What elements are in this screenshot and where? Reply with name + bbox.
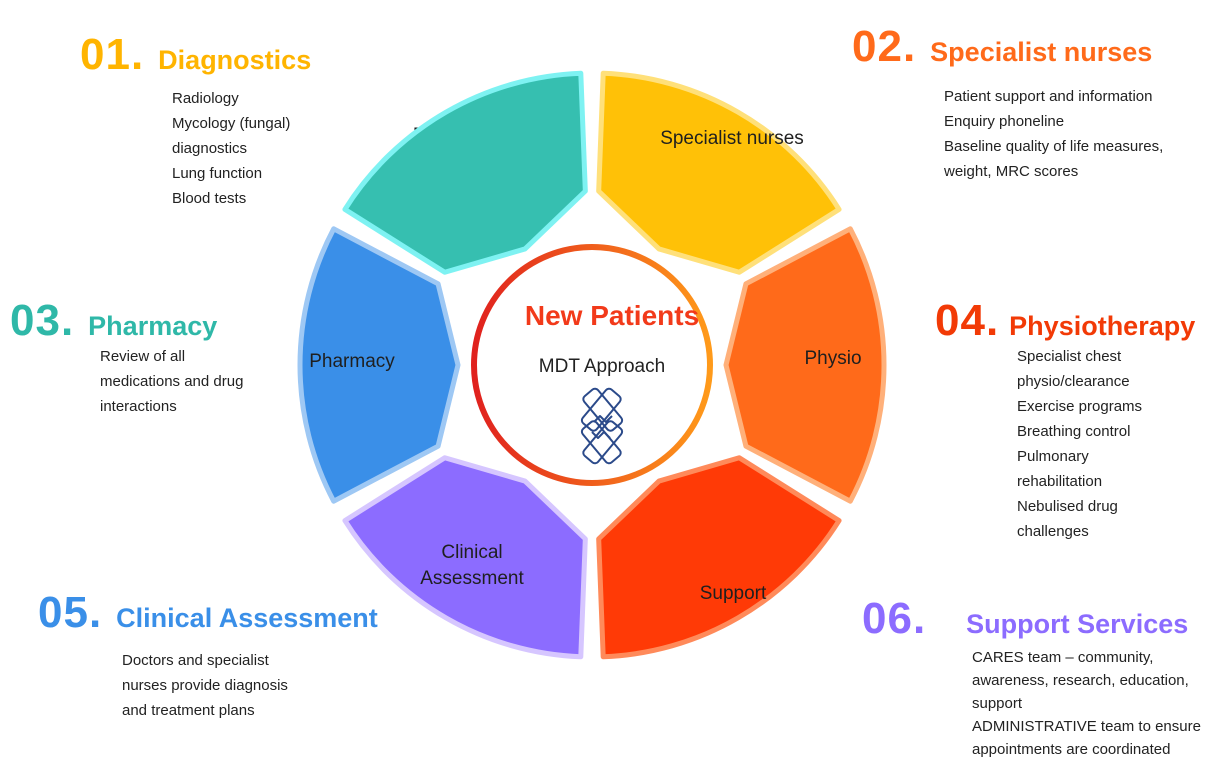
panel-line: nurses provide diagnosis: [122, 677, 288, 694]
panel-pharmacy: 03. Pharmacy Review of all medications an…: [10, 296, 243, 419]
panel-line: Lung function: [172, 165, 263, 182]
panel-line: rehabilitation: [1017, 473, 1103, 490]
segment-label-pharmacy: Pharmacy: [309, 351, 395, 372]
panel-clinical-assessment: 05. Clinical Assessment Doctors and spec…: [38, 588, 378, 723]
panel-number: 03.: [10, 296, 75, 345]
segment-specialist: [723, 226, 887, 504]
panel-line: diagnostics: [172, 140, 248, 157]
panel-line: ADMINISTRATIVE team to ensure: [972, 718, 1201, 735]
panel-line: support: [972, 695, 1023, 712]
panel-number: 01.: [80, 30, 145, 79]
panel-line: Pulmonary: [1017, 448, 1089, 465]
panel-lines: CARES team – community, awareness, resear…: [972, 646, 1201, 761]
panel-physiotherapy: 04. Physiotherapy Specialist chest physio…: [935, 296, 1195, 544]
panel-line: challenges: [1017, 523, 1089, 540]
panel-support-services: 06. Support Services CARES team – commun…: [862, 594, 1201, 761]
panel-line: Specialist chest: [1017, 348, 1122, 365]
panel-line: interactions: [100, 398, 177, 415]
panel-line: Mycology (fungal): [172, 115, 291, 132]
panel-line: Exercise programs: [1017, 398, 1143, 415]
panel-line: and treatment plans: [122, 702, 255, 719]
panel-title: Diagnostics: [158, 45, 312, 75]
panel-title: Specialist nurses: [930, 37, 1153, 67]
segment-label-physio: Physio: [804, 348, 861, 369]
panel-line: Doctors and specialist: [122, 652, 269, 669]
segment-label-support: Support: [700, 583, 767, 604]
center-subtitle: MDT Approach: [539, 356, 665, 377]
segment-clinical: [297, 226, 461, 504]
joined-hands-icon: [580, 387, 624, 465]
panel-specialist-nurses: 02. Specialist nurses Patient support an…: [852, 22, 1163, 184]
panel-line: physio/clearance: [1017, 373, 1130, 390]
panel-number: 02.: [852, 22, 917, 71]
panel-line: appointments are coordinated: [972, 741, 1171, 758]
panel-line: CARES team – community,: [972, 649, 1154, 666]
panel-line: weight, MRC scores: [944, 163, 1079, 180]
segment-support: [342, 455, 588, 660]
center-circle: [471, 244, 713, 486]
panel-line: Patient support and information: [944, 88, 1153, 105]
panel-line: Baseline quality of life measures,: [944, 138, 1164, 155]
panel-lines: Review of all medications and drug interac…: [100, 344, 243, 419]
panel-line: Enquiry phoneline: [944, 113, 1065, 130]
panel-title: Pharmacy: [88, 311, 218, 341]
panel-title: Clinical Assessment: [116, 603, 378, 633]
panel-title: Physiotherapy: [1009, 311, 1196, 341]
panel-line: awareness, research, education,: [972, 672, 1189, 689]
panel-lines: Doctors and specialist nurses provide dia…: [122, 648, 378, 723]
panel-line: Blood tests: [172, 190, 247, 207]
center-title: New Patients: [525, 300, 699, 331]
panel-number: 04.: [935, 296, 1000, 345]
segment-label-specialist: Specialist nurses: [660, 128, 804, 149]
panel-line: Review of all: [100, 348, 186, 365]
segment-diagnostics: [596, 70, 842, 275]
panel-number: 05.: [38, 588, 103, 637]
panel-line: Radiology: [172, 90, 239, 107]
segment-physio: [596, 455, 842, 660]
segment-pharmacy: [342, 70, 588, 275]
panel-line: Breathing control: [1017, 423, 1131, 440]
panel-line: Nebulised drug: [1017, 498, 1118, 515]
panel-number: 06.: [862, 594, 927, 643]
panel-title: Support Services: [966, 609, 1189, 639]
panel-line: medications and drug: [100, 373, 244, 390]
